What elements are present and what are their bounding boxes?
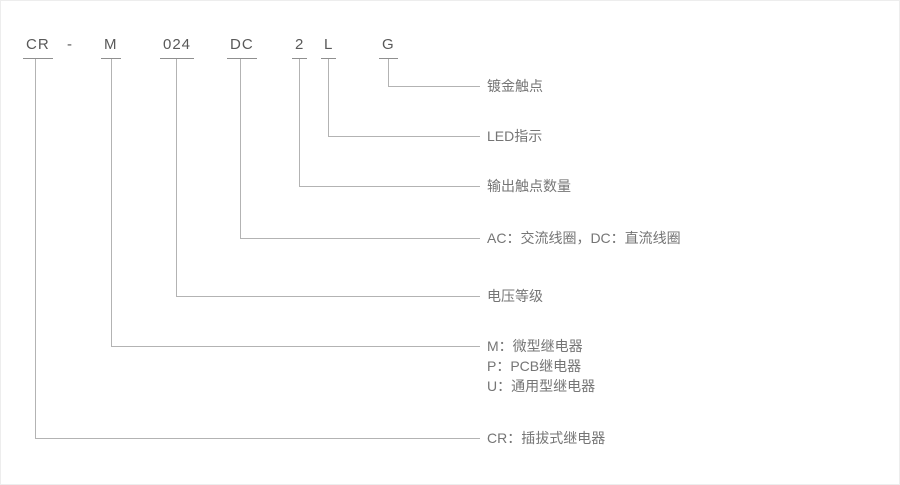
- code-segment-2: 2: [292, 37, 308, 59]
- code-segment-l: L: [321, 37, 337, 59]
- label-relay-type-group: M：微型继电器 P：PCB继电器 U：通用型继电器: [487, 336, 595, 396]
- label-coil-type: AC：交流线圈，DC：直流线圈: [487, 230, 681, 246]
- connector-cr: [35, 59, 480, 439]
- code-segment-m: M: [101, 37, 121, 59]
- connector-024: [176, 59, 480, 297]
- label-gold-contacts: 镀金触点: [487, 78, 543, 94]
- label-relay-type-m: M：微型继电器: [487, 338, 583, 354]
- code-segment-024: 024: [160, 37, 195, 59]
- code-segment-dc: DC: [227, 37, 257, 59]
- code-segment-g: G: [379, 37, 398, 59]
- label-relay-type-u: U：通用型继电器: [487, 378, 596, 394]
- connector-l: [328, 59, 480, 137]
- connector-g: [388, 59, 480, 87]
- label-output-contacts: 输出触点数量: [487, 178, 571, 194]
- connector-dc: [240, 59, 480, 239]
- connector-2: [299, 59, 480, 187]
- connector-m: [111, 59, 480, 347]
- label-voltage-grade: 电压等级: [487, 288, 543, 304]
- code-segment-separator: -: [67, 36, 73, 53]
- code-segment-cr: CR: [23, 37, 53, 59]
- label-led-indicator: LED指示: [487, 128, 543, 144]
- label-series-cr: CR：插拔式继电器: [487, 430, 606, 446]
- label-relay-type-p: P：PCB继电器: [487, 358, 582, 374]
